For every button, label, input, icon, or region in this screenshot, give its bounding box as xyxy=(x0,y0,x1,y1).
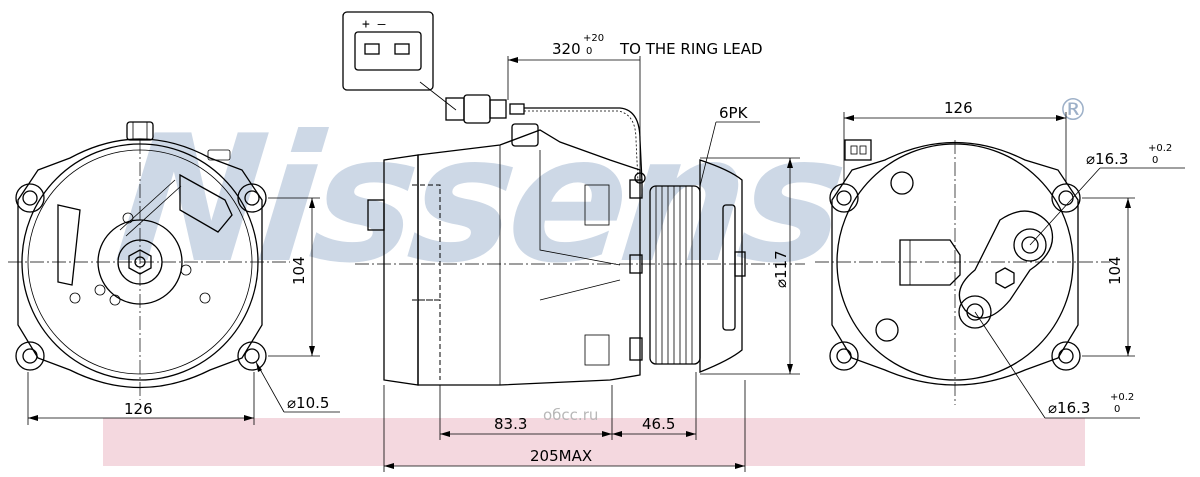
port-bottom-tol-zero: 0 xyxy=(1114,404,1120,415)
watermark-registered: ® xyxy=(1058,93,1088,128)
port-bottom-tol-plus: +0.2 xyxy=(1110,392,1134,403)
rear-width-label: 126 xyxy=(944,99,973,117)
watermark-site: oбcc.ru xyxy=(543,406,598,424)
lead-tol-zero: 0 xyxy=(586,46,592,57)
front-view: 126 104 ⌀10.5 xyxy=(8,121,340,425)
dim-total: 205MAX xyxy=(530,447,592,465)
port-bottom-dia: ⌀16.3 xyxy=(1048,399,1090,417)
port-top-dia: ⌀16.3 xyxy=(1086,150,1128,168)
lead-tol-plus: +20 xyxy=(583,33,604,44)
watermark-band xyxy=(103,418,1085,466)
front-hole-label: ⌀10.5 xyxy=(287,394,329,412)
lead-description: TO THE RING LEAD xyxy=(619,40,763,58)
connector-pins: + – xyxy=(362,17,386,32)
connector-detail: + – 320 +20 0 TO THE RING LEAD xyxy=(342,11,763,184)
dim-83-3: 83.3 xyxy=(494,415,527,433)
pulley-diameter: ⌀117 xyxy=(772,250,790,288)
front-width-label: 126 xyxy=(124,400,153,418)
side-view: 6PK ⌀117 83.3 46.5 205MAX xyxy=(355,104,805,472)
lead-length: 320 xyxy=(552,40,581,58)
front-height-label: 104 xyxy=(290,256,308,285)
rear-height-label: 104 xyxy=(1106,256,1124,285)
dim-46-5: 46.5 xyxy=(642,415,675,433)
port-top-tol-zero: 0 xyxy=(1152,155,1158,166)
watermark-brand: Nissens xyxy=(108,98,850,301)
rear-view: 126 104 ⌀16.3 +0.2 0 ⌀16.3 +0.2 0 xyxy=(815,99,1185,419)
port-top-tol-plus: +0.2 xyxy=(1148,143,1172,154)
belt-label: 6PK xyxy=(719,104,749,122)
